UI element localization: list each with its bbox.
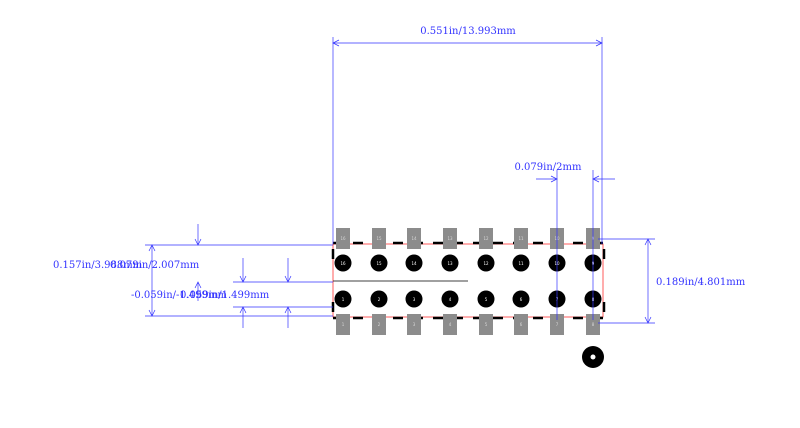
pad-bottom — [479, 314, 493, 335]
pad-top — [479, 228, 493, 249]
hole-bottom — [370, 290, 388, 308]
hole-label: 11 — [518, 261, 524, 266]
pad-bottom — [407, 314, 421, 335]
pad-row-bottom: 1 2 3 4 5 6 7 8 — [336, 314, 600, 335]
dim-row-span: 0.157in/3.988mm — [53, 260, 143, 271]
pad-label: 5 — [485, 322, 488, 327]
dim-pitch: 0.079in/2mm — [515, 162, 582, 173]
pad-label: 14 — [411, 236, 417, 241]
dim-offset-b: 0.059in/1.499mm — [180, 290, 270, 301]
pad-bottom — [336, 314, 350, 335]
pad-label: 4 — [449, 322, 452, 327]
dimension-lines — [145, 37, 655, 328]
hole-bottom — [334, 290, 352, 308]
pad-bottom — [514, 314, 528, 335]
hole-label: 14 — [411, 261, 417, 266]
pad-label: 8 — [592, 322, 595, 327]
pad-label: 1 — [342, 322, 345, 327]
pad-label: 2 — [378, 322, 381, 327]
hole-label: 5 — [485, 297, 488, 302]
hole-bottom — [477, 290, 495, 308]
pad-bottom — [372, 314, 386, 335]
hole-label: 2 — [378, 297, 381, 302]
pad-label: 12 — [483, 236, 489, 241]
courtyard-outline — [332, 243, 604, 318]
dim-overall-width: 0.551in/13.993mm — [420, 26, 516, 37]
pad-top — [443, 228, 457, 249]
hole-top — [334, 254, 352, 272]
pad-bottom — [586, 314, 600, 335]
pad-top — [372, 228, 386, 249]
pad-label: 15 — [376, 236, 382, 241]
hole-bottom — [512, 290, 530, 308]
dim-pad-length: 0.079in/2.007mm — [110, 260, 200, 271]
pad-bottom — [443, 314, 457, 335]
dim-overall-height: 0.189in/4.801mm — [656, 277, 746, 288]
hole-label: 6 — [520, 297, 523, 302]
hole-label: 15 — [376, 261, 382, 266]
hole-top — [512, 254, 530, 272]
hole-bottom — [441, 290, 459, 308]
hole-label: 4 — [449, 297, 452, 302]
hole-label: 12 — [483, 261, 489, 266]
pad-top — [336, 228, 350, 249]
pad-label: 3 — [413, 322, 416, 327]
hole-bottom — [405, 290, 423, 308]
hole-label: 13 — [447, 261, 453, 266]
hole-label: 16 — [340, 261, 346, 266]
pad-label: 6 — [520, 322, 523, 327]
dimension-arrows — [148, 39, 652, 324]
pin1-marker-dot — [590, 354, 596, 360]
pad-top — [407, 228, 421, 249]
pad-label: 16 — [340, 236, 346, 241]
hole-label: 3 — [413, 297, 416, 302]
silkscreen-outline — [331, 241, 606, 320]
dim-offset-a: -0.059in/-1.499mm — [131, 290, 228, 301]
hole-top — [477, 254, 495, 272]
pad-top — [514, 228, 528, 249]
hole-top — [441, 254, 459, 272]
pad-label: 7 — [556, 322, 559, 327]
hole-label: 1 — [342, 297, 345, 302]
hole-top — [405, 254, 423, 272]
pad-label: 13 — [447, 236, 453, 241]
pad-bottom — [550, 314, 564, 335]
pad-label: 11 — [518, 236, 524, 241]
hole-top — [370, 254, 388, 272]
